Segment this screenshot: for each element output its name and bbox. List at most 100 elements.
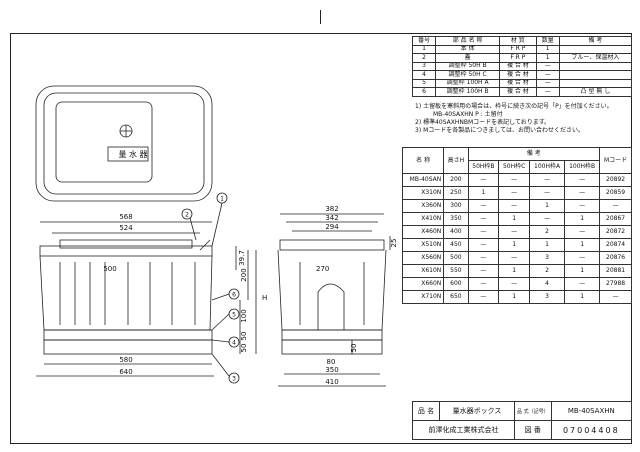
note-1: 1) 土留板を寒斜用の場合は、枠号に続き次の記号「P」を付加ください。 — [415, 103, 613, 110]
parts-h-name: 部 品 名 称 — [435, 36, 501, 46]
cell: 蓋 — [435, 53, 501, 63]
cell: — — [467, 238, 500, 252]
cell: 1 — [498, 238, 531, 252]
cell: — — [535, 78, 560, 88]
cell: — — [564, 173, 601, 187]
cell: 650 — [443, 290, 469, 304]
cell: 5 — [411, 78, 437, 88]
cell: X460N — [401, 225, 445, 239]
title-number-label: 図 番 — [514, 420, 552, 440]
cell — [558, 44, 633, 54]
cell: — — [467, 277, 500, 291]
cell: 400 — [443, 225, 469, 239]
cell: 1 — [411, 44, 437, 54]
title-row-1: 品 名 量水器ボックス 品 式（記号） MB-40SAXHN — [412, 401, 633, 421]
spec-sub-100b: 100H枠B — [564, 160, 601, 174]
cell: 2 — [529, 264, 566, 278]
cell: — — [529, 186, 566, 200]
callout-1: 1 — [220, 196, 224, 203]
cell: 20876 — [599, 251, 632, 265]
spec-h-group: 備 考 — [467, 147, 601, 161]
cell: — — [535, 87, 560, 97]
cell: X710N — [401, 290, 445, 304]
dim-294: 294 — [325, 223, 339, 231]
cell: 1 — [529, 238, 566, 252]
cell: 3 — [529, 290, 566, 304]
cell: — — [467, 212, 500, 226]
dim-342: 342 — [325, 214, 338, 222]
callout-3-circle — [228, 372, 240, 384]
top-center-mark — [320, 10, 321, 24]
notes-block: 1) 土留板を寒斜用の場合は、枠号に続き次の記号「P」を付加ください。 MB-4… — [415, 103, 613, 135]
spec-h-mcode: Mコード — [599, 147, 632, 174]
cell: — — [498, 199, 531, 213]
cell: 350 — [443, 212, 469, 226]
spec-header-row: 名 称 高さH 備 考 Mコード — [401, 147, 632, 174]
cell: 1 — [467, 186, 500, 200]
cell: 調整枠 100H A — [435, 78, 501, 88]
cell: 20881 — [599, 264, 632, 278]
drawing-sheet-border — [10, 33, 632, 444]
title-name-value: 量水器ボックス — [439, 401, 515, 421]
dim-410: 410 — [325, 378, 338, 386]
cell: — — [498, 173, 531, 187]
cell: 調整枠 50H B — [435, 61, 501, 71]
cell: — — [535, 70, 560, 80]
cell: X310N — [401, 186, 445, 200]
cell: 2 — [529, 225, 566, 239]
cell — [558, 78, 633, 88]
title-number-value: 07004408 — [550, 420, 633, 440]
cell: — — [535, 61, 560, 71]
cell: — — [564, 277, 601, 291]
cell: ブルー、保温材入 — [558, 53, 633, 63]
dim-568: 568 — [119, 213, 132, 221]
spec-subheader-row: 50H枠B 50H枠C 100H枠A 100H枠B — [403, 160, 632, 174]
cell: — — [529, 212, 566, 226]
note-1-example: MB-40SAXHN P : 土留付 — [433, 111, 503, 118]
cell: — — [467, 199, 500, 213]
title-model-label: 品 式（記号） — [514, 401, 552, 421]
dim-25: 25 — [390, 239, 398, 248]
title-row-2: 前澤化成工業株式会社 図 番 07004408 — [412, 420, 633, 440]
side-lid — [279, 239, 385, 251]
cell: 1 — [564, 212, 601, 226]
dim-side-50: 50 — [350, 344, 358, 353]
cell: X510N — [401, 238, 445, 252]
cell: 1 — [498, 212, 531, 226]
dim-39-7: 39.7 — [238, 250, 246, 266]
dim-640: 640 — [119, 368, 132, 376]
cell: X360N — [401, 199, 445, 213]
dim-80: 80 — [327, 358, 336, 366]
cell: 複 合 材 — [499, 70, 537, 80]
cell: 1 — [535, 53, 560, 63]
spec-h-name: 名 称 — [401, 147, 445, 174]
plan-view-lid-window — [55, 101, 153, 183]
cell: 1 — [564, 290, 601, 304]
cell: 20872 — [599, 225, 632, 239]
cell: X610N — [401, 264, 445, 278]
dim-524: 524 — [119, 224, 133, 232]
spec-h-height: 高さH — [443, 147, 469, 174]
spec-sub-100a: 100H枠A — [529, 160, 566, 174]
front-lid — [39, 245, 213, 257]
title-company: 前澤化成工業株式会社 — [412, 420, 515, 440]
spec-table: 名 称 高さH 備 考 Mコード 50H枠B 50H枠C 100H枠A 100H… — [401, 147, 632, 304]
front-adjust-frame-b — [43, 339, 213, 355]
cell: 4 — [411, 70, 437, 80]
cell: 本 体 — [435, 44, 501, 54]
cell: 1 — [498, 290, 531, 304]
spec-sub-50c: 50H枠C — [498, 160, 531, 174]
title-block: 品 名 量水器ボックス 品 式（記号） MB-40SAXHN 前澤化成工業株式会… — [412, 401, 633, 440]
